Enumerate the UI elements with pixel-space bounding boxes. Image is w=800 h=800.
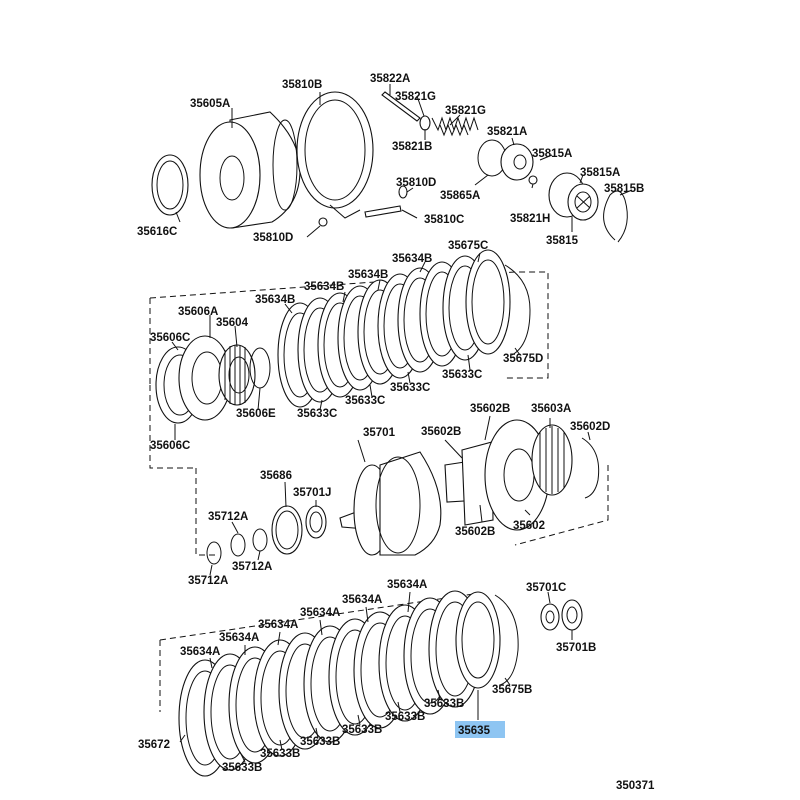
diagram-id: 350371 — [616, 780, 655, 792]
label-35634a-4[interactable]: 35634A — [258, 619, 298, 631]
part-35675d-snap-ring[interactable] — [504, 264, 531, 356]
label-35602b-c[interactable]: 35602B — [455, 526, 495, 538]
label-35634a-5[interactable]: 35634A — [219, 632, 259, 644]
label-35616c[interactable]: 35616C — [137, 226, 177, 238]
label-35635-highlighted[interactable]: 35635 — [458, 725, 491, 737]
part-35605a-drum[interactable] — [199, 111, 301, 229]
label-35633c-2[interactable]: 35633C — [390, 382, 430, 394]
label-35821g-b[interactable]: 35821G — [445, 105, 486, 117]
label-35633c-3[interactable]: 35633C — [345, 395, 385, 407]
label-35712a-a[interactable]: 35712A — [208, 511, 248, 523]
label-35810c[interactable]: 35810C — [424, 214, 464, 226]
label-35701[interactable]: 35701 — [363, 427, 396, 439]
label-35675b[interactable]: 35675B — [492, 684, 532, 696]
label-35634a-3[interactable]: 35634A — [300, 607, 340, 619]
label-35633c-1[interactable]: 35633C — [442, 369, 482, 381]
label-35606c-b[interactable]: 35606C — [150, 440, 190, 452]
label-35634b-1[interactable]: 35634B — [392, 253, 432, 265]
discs-b[interactable] — [178, 590, 501, 777]
label-35821g-a[interactable]: 35821G — [395, 91, 436, 103]
part-35815-cover[interactable] — [548, 172, 599, 221]
label-35712a-c[interactable]: 35712A — [188, 575, 228, 587]
label-35602d[interactable]: 35602D — [570, 421, 610, 433]
label-35606e[interactable]: 35606E — [236, 408, 276, 420]
label-35675c[interactable]: 35675C — [448, 240, 488, 252]
label-35606c-a[interactable]: 35606C — [150, 332, 190, 344]
part-35701j-bearing[interactable] — [305, 505, 327, 539]
label-35686[interactable]: 35686 — [260, 470, 292, 482]
label-35633b-3[interactable]: 35633B — [342, 724, 382, 736]
label-35603a[interactable]: 35603A — [531, 403, 571, 415]
label-35810d-b[interactable]: 35810D — [253, 232, 293, 244]
label-35634b-2[interactable]: 35634B — [348, 269, 388, 281]
part-35821a-piston[interactable] — [500, 143, 534, 181]
part-35701b-bearing[interactable] — [561, 599, 583, 631]
label-35633b-1[interactable]: 35633B — [424, 698, 464, 710]
label-35633b-4[interactable]: 35633B — [300, 736, 340, 748]
label-35672[interactable]: 35672 — [138, 739, 170, 751]
part-35675b-snap-ring[interactable] — [494, 594, 519, 686]
label-35712a-b[interactable]: 35712A — [232, 561, 272, 573]
part-35602b-plates[interactable] — [444, 441, 494, 526]
label-35633b-5[interactable]: 35633B — [260, 748, 300, 760]
label-35602[interactable]: 35602 — [513, 520, 545, 532]
label-35634b-4[interactable]: 35634B — [255, 294, 295, 306]
label-35865a[interactable]: 35865A — [440, 190, 480, 202]
label-35634b-3[interactable]: 35634B — [304, 281, 344, 293]
clutch-pack-c — [149, 249, 549, 469]
label-35675d[interactable]: 35675D — [503, 353, 543, 365]
part-35701c-washer[interactable] — [540, 603, 560, 631]
label-35701c[interactable]: 35701C — [526, 582, 566, 594]
part-35603a-spring-retainer[interactable] — [531, 424, 573, 496]
label-35701j[interactable]: 35701J — [293, 487, 331, 499]
label-35821h[interactable]: 35821H — [510, 213, 550, 225]
label-35634a-1[interactable]: 35634A — [387, 579, 427, 591]
drum-assembly — [195, 415, 609, 576]
part-35604-spring-retainer[interactable] — [218, 344, 256, 406]
top-assembly — [151, 84, 633, 243]
top-leaders — [175, 84, 633, 238]
label-35633c-4[interactable]: 35633C — [297, 408, 337, 420]
part-35602d-snap-ring[interactable] — [581, 437, 600, 499]
label-35821b[interactable]: 35821B — [392, 141, 432, 153]
part-35821b-washer[interactable] — [419, 115, 431, 131]
discs-c[interactable] — [277, 249, 511, 408]
part-35822a-rod[interactable] — [381, 91, 421, 122]
highlight-box — [455, 721, 505, 738]
label-35602b-a[interactable]: 35602B — [470, 403, 510, 415]
label-35633b-2[interactable]: 35633B — [385, 711, 425, 723]
label-35810b[interactable]: 35810B — [282, 79, 322, 91]
label-35606a[interactable]: 35606A — [178, 306, 218, 318]
part-labels: 35605A 35810B 35822A 35821G 35821G 35821… — [137, 73, 655, 792]
label-35821a[interactable]: 35821A — [487, 126, 527, 138]
clutch-b-leaders — [179, 591, 573, 763]
label-35815a-a[interactable]: 35815A — [532, 148, 572, 160]
part-35821g-springs[interactable] — [431, 116, 479, 137]
label-35634a-2[interactable]: 35634A — [342, 594, 382, 606]
part-35810c-pin[interactable] — [364, 205, 402, 218]
label-35815[interactable]: 35815 — [546, 235, 579, 247]
part-35810b-band[interactable] — [296, 91, 374, 219]
part-35810d-clip[interactable] — [318, 217, 328, 227]
part-35815b-snap-ring[interactable] — [603, 190, 628, 243]
label-35815a-b[interactable]: 35815A — [580, 167, 620, 179]
drum-leaders — [209, 415, 591, 576]
label-35701b[interactable]: 35701B — [556, 642, 596, 654]
part-35616c-ring[interactable] — [151, 154, 189, 216]
label-35604[interactable]: 35604 — [216, 317, 249, 329]
label-35822a[interactable]: 35822A — [370, 73, 410, 85]
clutch-pack-b — [159, 590, 583, 777]
part-35686-ring[interactable] — [271, 505, 303, 555]
label-35810d-a[interactable]: 35810D — [396, 177, 436, 189]
label-35602b-b[interactable]: 35602B — [421, 426, 461, 438]
label-35634a-6[interactable]: 35634A — [180, 646, 220, 658]
label-35815b[interactable]: 35815B — [604, 183, 644, 195]
label-35633b-6[interactable]: 35633B — [222, 762, 262, 774]
label-35605a[interactable]: 35605A — [190, 98, 230, 110]
part-35701-drum[interactable] — [339, 451, 442, 556]
clutch-c-leaders — [171, 252, 521, 440]
part-35821h-clip[interactable] — [528, 175, 538, 185]
